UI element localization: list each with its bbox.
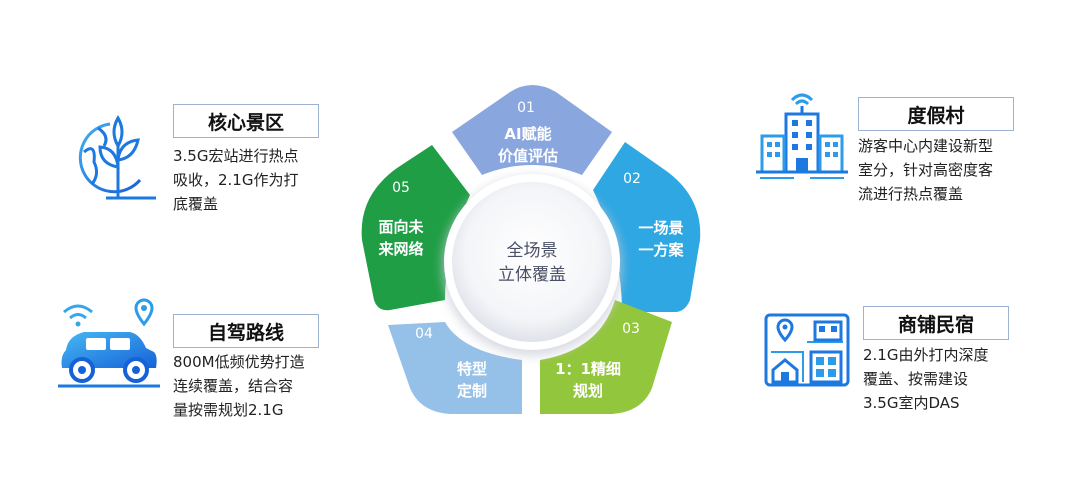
segment-04-shape — [388, 322, 522, 414]
segment-04-line2: 定制 — [457, 382, 487, 400]
segment-04-number: 04 — [415, 326, 433, 342]
road-desc-line: 连续覆盖，结合容 — [173, 377, 294, 395]
segment-01-line2: 价值评估 — [498, 147, 558, 165]
shops-desc-line: 3.5G室内DAS — [863, 394, 960, 412]
building-antenna-icon — [756, 93, 848, 179]
segment-04-line1: 特型 — [457, 360, 487, 378]
resort-title: 度假村 — [858, 97, 1014, 131]
scenic-title: 核心景区 — [173, 104, 319, 138]
hub-label-line2: 立体覆盖 — [498, 265, 566, 285]
hub-label-line1: 全场景 — [507, 241, 558, 261]
hub-circle — [452, 182, 612, 342]
segment-05-line2: 来网络 — [377, 240, 423, 258]
segment-03-number: 03 — [622, 321, 640, 337]
shops-desc-line: 覆盖、按需建设 — [863, 370, 969, 388]
house-map-icon — [764, 313, 850, 387]
resort-desc-line: 游客中心内建设新型 — [858, 137, 994, 155]
segment-05-line1: 面向未 — [378, 218, 424, 236]
road-title: 自驾路线 — [173, 314, 319, 348]
segment-03-line2: 规划 — [573, 382, 603, 400]
resort-desc-line: 室分，针对高密度客 — [858, 161, 994, 179]
shops-title: 商铺民宿 — [863, 306, 1009, 340]
segment-05-number: 05 — [392, 180, 410, 196]
road-description: 800M低频优势打造 连续覆盖，结合容 量按需规划2.1G — [173, 350, 343, 422]
segment-03-line1: 1：1精细 — [555, 360, 621, 378]
scenic-description: 3.5G宏站进行热点 吸收，2.1G作为打 底覆盖 — [173, 144, 343, 216]
road-desc-line: 量按需规划2.1G — [173, 401, 284, 419]
segment-01-shape — [452, 85, 612, 175]
road-desc-line: 800M低频优势打造 — [173, 353, 305, 371]
shops-desc-line: 2.1G由外打内深度 — [863, 346, 989, 364]
segment-01-number: 01 — [517, 100, 535, 116]
plant-globe-icon — [78, 114, 156, 200]
car-wifi-icon — [58, 298, 160, 388]
shops-description: 2.1G由外打内深度 覆盖、按需建设 3.5G室内DAS — [863, 343, 1053, 415]
segment-02-line2: 一方案 — [638, 241, 684, 259]
segment-02-number: 02 — [623, 171, 641, 187]
segment-03-shape — [540, 300, 672, 414]
resort-description: 游客中心内建设新型 室分，针对高密度客 流进行热点覆盖 — [858, 134, 1058, 206]
scenic-desc-line: 3.5G宏站进行热点 — [173, 147, 299, 165]
segment-01-line1: AI赋能 — [504, 125, 551, 143]
scenic-desc-line: 底覆盖 — [173, 195, 219, 213]
scenic-desc-line: 吸收，2.1G作为打 — [173, 171, 299, 189]
resort-desc-line: 流进行热点覆盖 — [858, 185, 964, 203]
segment-02-line1: 一场景 — [638, 219, 683, 237]
